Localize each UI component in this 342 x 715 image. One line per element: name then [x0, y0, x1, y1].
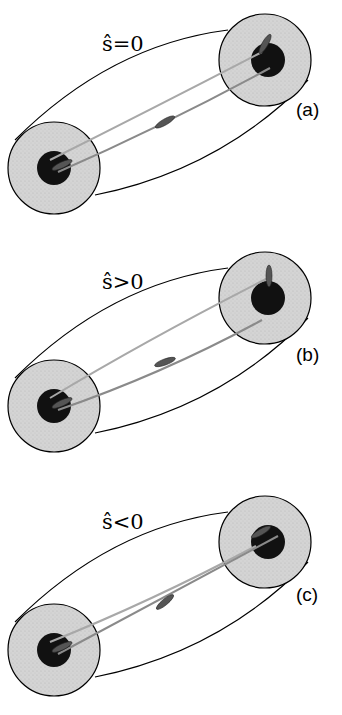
flux-tube — [8, 496, 311, 696]
shear-label: ŝ=0 — [102, 34, 144, 55]
flux-tube — [8, 14, 311, 214]
panel-tag: (c) — [296, 585, 318, 604]
panel-tag: (b) — [296, 345, 319, 364]
shear-label: ŝ>0 — [102, 272, 144, 293]
flux-tube — [8, 252, 311, 452]
shear-label: ŝ<0 — [102, 512, 144, 533]
panel-tag: (a) — [296, 100, 319, 119]
